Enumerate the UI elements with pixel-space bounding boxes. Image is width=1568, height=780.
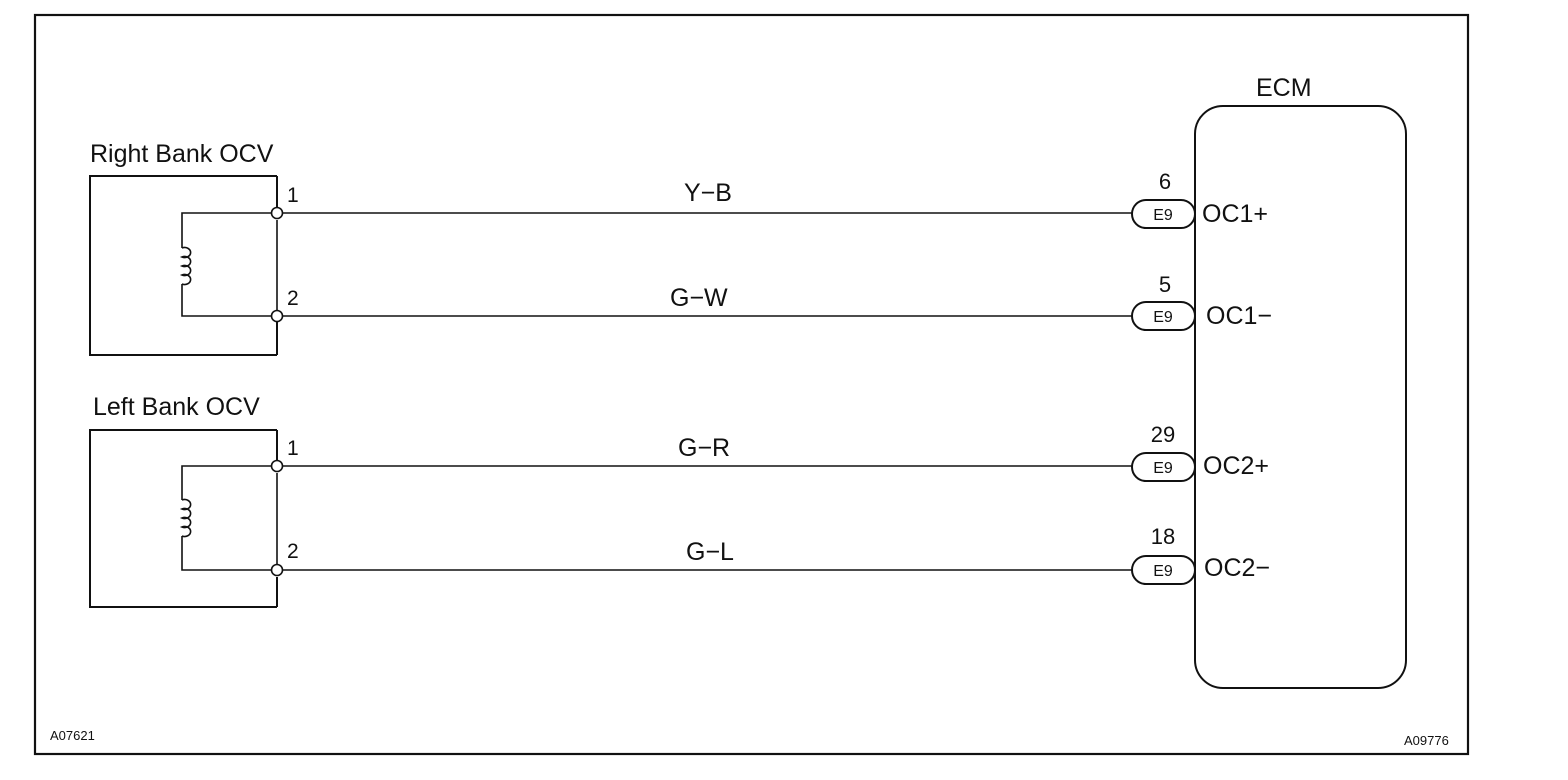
- left-bank-terminal-1: [270, 459, 284, 473]
- wire-label-g-r: G−R: [678, 434, 730, 462]
- ecm-box: [1194, 105, 1407, 689]
- diagram-frame: [33, 13, 1470, 756]
- ref-code-left: A07621: [50, 728, 95, 743]
- left-bank-ocv-label: Left Bank OCV: [93, 393, 260, 421]
- connector-e9-pin-5: E9: [1131, 301, 1196, 331]
- left-bank-ocv-box: [89, 429, 278, 608]
- connector-e9-pin-6: E9: [1131, 199, 1196, 229]
- wire-label-y-b: Y−B: [684, 179, 732, 207]
- ecm-pin-number-5: 5: [1159, 272, 1171, 297]
- right-bank-ocv-label: Right Bank OCV: [90, 140, 274, 168]
- ecm-signal-oc1-minus: OC1−: [1206, 302, 1272, 330]
- connector-e9-pin-29-label: E9: [1153, 460, 1173, 477]
- ecm-signal-oc1-plus: OC1+: [1202, 200, 1268, 228]
- left-bank-coil-icon: [179, 465, 277, 571]
- ecm-pin-number-6: 6: [1159, 169, 1171, 194]
- left-bank-terminal-2: [270, 563, 284, 577]
- left-bank-terminal-1-label: 1: [287, 437, 299, 460]
- connector-e9-pin-29: E9: [1131, 452, 1196, 482]
- right-bank-ocv-box: [89, 175, 278, 356]
- wire-label-g-l: G−L: [686, 538, 734, 566]
- ecm-pin-number-29: 29: [1151, 422, 1175, 447]
- ecm-signal-oc2-plus: OC2+: [1203, 452, 1269, 480]
- ecm-title: ECM: [1256, 74, 1312, 102]
- right-bank-terminal-1: [270, 206, 284, 220]
- connector-e9-pin-18-label: E9: [1153, 563, 1173, 580]
- right-bank-terminal-2: [270, 309, 284, 323]
- left-bank-terminal-2-label: 2: [287, 540, 299, 563]
- ecm-pin-number-18: 18: [1151, 524, 1175, 549]
- right-bank-coil-icon: [179, 212, 277, 317]
- right-bank-terminal-1-label: 1: [287, 184, 299, 207]
- wire-label-g-w: G−W: [670, 284, 728, 312]
- connector-e9-pin-18: E9: [1131, 555, 1196, 585]
- ref-code-right: A09776: [1404, 733, 1449, 748]
- connector-e9-pin-6-label: E9: [1153, 207, 1173, 224]
- right-bank-terminal-2-label: 2: [287, 287, 299, 310]
- connector-e9-pin-5-label: E9: [1153, 309, 1173, 326]
- ecm-signal-oc2-minus: OC2−: [1204, 554, 1270, 582]
